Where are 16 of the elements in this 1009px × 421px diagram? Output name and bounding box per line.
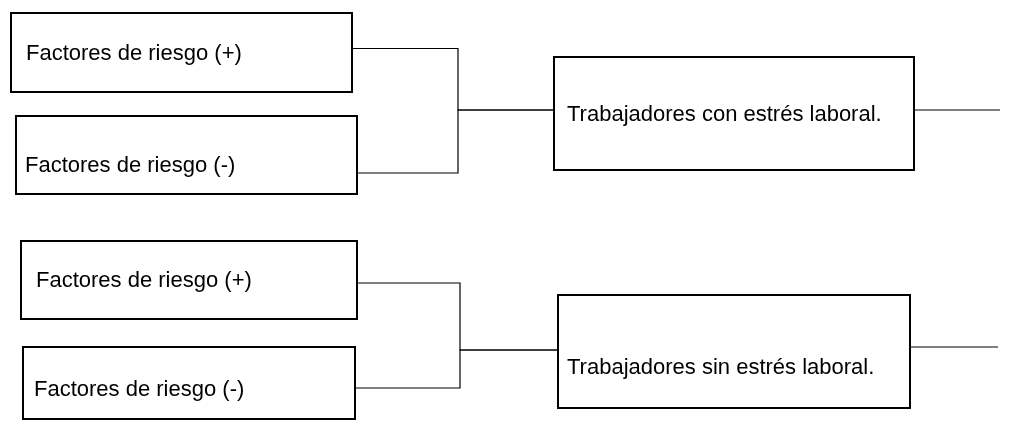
box-label: Trabajadores con estrés laboral. [567,99,882,128]
process-box [553,56,915,171]
box-label: Factores de riesgo (-) [25,151,236,179]
process-box [15,115,358,195]
process-box [22,346,356,420]
process-box [20,240,358,320]
box-label: Factores de riesgo (+) [26,38,242,67]
connector-line [914,109,1001,111]
connector-line [355,349,558,389]
connector-line [357,109,554,174]
process-box [10,12,353,93]
box-label: Trabajadores sin estrés laboral. [567,352,875,381]
box-label: Factores de riesgo (-) [34,375,245,403]
connector-line [910,346,999,348]
box-label: Factores de riesgo (+) [36,266,252,294]
process-box [557,294,911,409]
